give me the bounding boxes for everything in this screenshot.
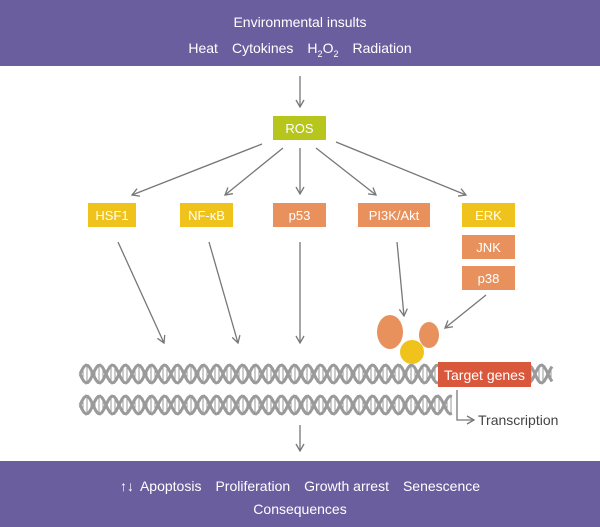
insults-row: Heat Cytokines H2O2 Radiation bbox=[0, 40, 600, 59]
insult-heat: Heat bbox=[188, 40, 218, 56]
nfkb-node: NF-κB bbox=[180, 203, 233, 227]
consequence-senescence: Senescence bbox=[402, 478, 481, 494]
transcription-label: Transcription bbox=[478, 412, 559, 428]
consequence-apoptosis: Apoptosis bbox=[139, 478, 202, 494]
insult-radiation: Radiation bbox=[352, 40, 412, 56]
arrow-nfkb-to-dna bbox=[208, 241, 241, 345]
ros-node: ROS bbox=[273, 116, 326, 140]
arrow-ros-to-hsf1 bbox=[130, 143, 263, 197]
target-genes-box: Target genes bbox=[438, 362, 531, 387]
arrow-ros-to-nfkb bbox=[223, 147, 284, 196]
insult-h2o2: H2O2 bbox=[307, 40, 339, 59]
hsf1-node: HSF1 bbox=[88, 203, 136, 227]
p38-node: p38 bbox=[462, 266, 515, 290]
erk-node: ERK bbox=[462, 203, 515, 227]
consequences-title: Consequences bbox=[253, 501, 347, 517]
consequences-panel: ↑↓ Apoptosis Proliferation Growth arrest… bbox=[0, 461, 600, 527]
p53-node: p53 bbox=[273, 203, 326, 227]
arrow-pi3k-to-proteins bbox=[396, 241, 408, 318]
protein-orange-small bbox=[419, 322, 439, 348]
jnk-node: JNK bbox=[462, 235, 515, 259]
pi3k-akt-node: PI3K/Akt bbox=[358, 203, 430, 227]
environmental-insults-panel: Environmental insults Heat Cytokines H2O… bbox=[0, 0, 600, 66]
up-down-arrows-icon: ↑↓ bbox=[119, 478, 134, 494]
protein-orange-large bbox=[377, 315, 403, 349]
arrow-hsf1-to-dna bbox=[117, 241, 166, 345]
protein-yellow bbox=[400, 340, 424, 364]
arrow-ros-to-erk bbox=[335, 141, 468, 197]
arrow-ros-to-pi3k bbox=[315, 147, 378, 196]
insult-cytokines: Cytokines bbox=[231, 40, 294, 56]
consequences-row: ↑↓ Apoptosis Proliferation Growth arrest… bbox=[0, 478, 600, 494]
arrow-transcription bbox=[456, 390, 476, 425]
environmental-insults-title: Environmental insults bbox=[233, 14, 367, 30]
consequence-growth-arrest: Growth arrest bbox=[304, 478, 389, 494]
consequence-proliferation: Proliferation bbox=[215, 478, 291, 494]
arrow-mapk-to-proteins bbox=[443, 294, 487, 329]
